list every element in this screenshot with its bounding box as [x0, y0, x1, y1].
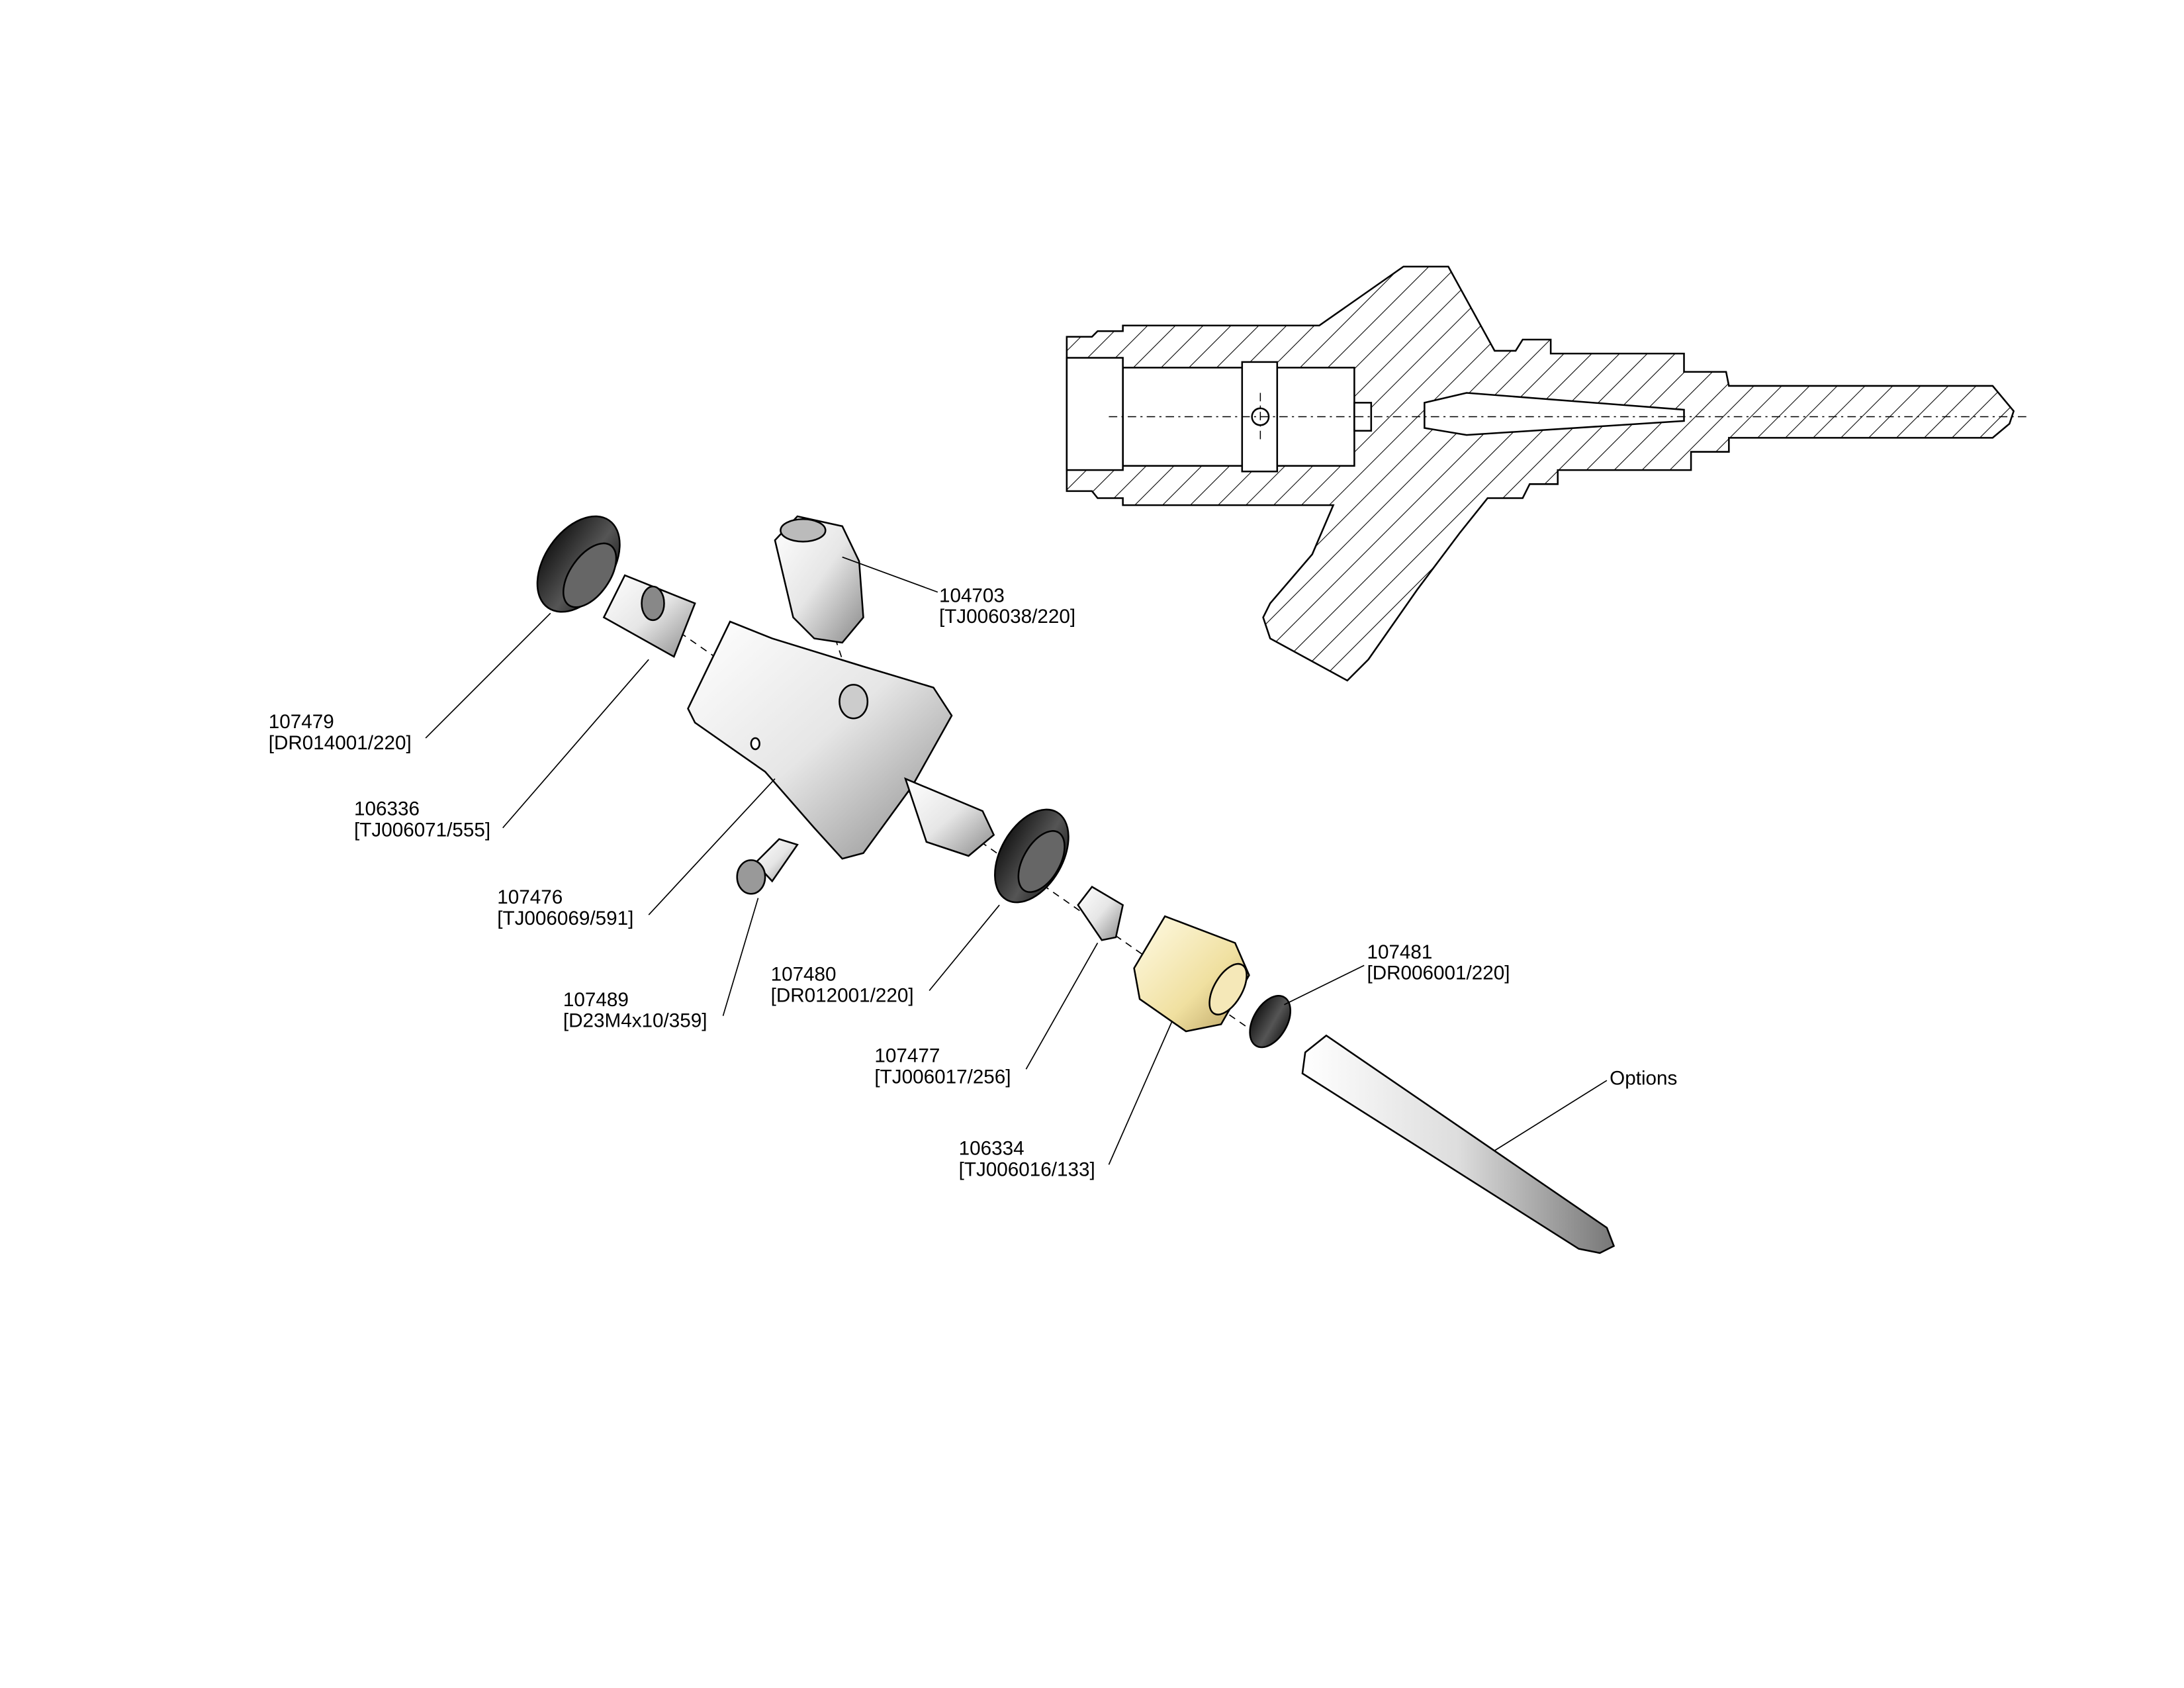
callout-106334: 106334 [TJ006016/133]: [959, 1138, 1095, 1181]
fitting-104703: [774, 515, 864, 644]
section-seal-groove: [1066, 357, 1124, 471]
part-ref: [DR014001/220]: [269, 732, 412, 754]
section-view: [1066, 265, 2028, 682]
callout-104703: 104703 [TJ006038/220]: [939, 585, 1075, 628]
part-ref: [D23M4x10/359]: [563, 1010, 707, 1032]
exploded-parts: [536, 515, 1615, 1254]
part-number: 107479: [269, 711, 334, 733]
body-port: [839, 684, 869, 720]
screw-107489: [736, 838, 799, 895]
callout-options: Options: [1610, 1068, 1677, 1090]
callout-107477: 107477 [TJ006017/256]: [874, 1045, 1011, 1088]
seal-107480: [994, 808, 1069, 904]
leader-lines: [425, 556, 1608, 1165]
rod-options: [1301, 1034, 1615, 1254]
part-ref: [DR006001/220]: [1367, 962, 1510, 984]
part-number: 107480: [771, 964, 837, 986]
part-number: 106334: [959, 1138, 1024, 1160]
part-number: 107481: [1367, 941, 1432, 963]
part-number: 107477: [874, 1045, 940, 1067]
insert-106336: [602, 574, 696, 658]
section-body: [1066, 265, 2015, 682]
part-ref: [DR012001/220]: [771, 984, 914, 1006]
part-number: 106336: [354, 798, 420, 820]
part-ref: [TJ006016/133]: [959, 1158, 1095, 1180]
body-107476: [687, 620, 995, 860]
brass-nut-106334: [1133, 915, 1250, 1033]
seal-107479: [536, 515, 621, 613]
callout-107480: 107480 [DR012001/220]: [771, 964, 914, 1007]
seal-107481: [1249, 995, 1292, 1049]
part-ref: [TJ006017/256]: [874, 1066, 1011, 1088]
callout-106336: 106336 [TJ006071/555]: [354, 798, 490, 841]
section-nozzle-bore: [1424, 392, 1685, 436]
nut-107477: [1077, 885, 1124, 941]
part-ref: [TJ006038/220]: [939, 606, 1075, 628]
callout-107479: 107479 [DR014001/220]: [269, 711, 412, 754]
part-number: 107476: [497, 886, 563, 908]
callout-107481: 107481 [DR006001/220]: [1367, 941, 1510, 984]
part-ref: [TJ006069/591]: [497, 908, 633, 929]
part-number: 107489: [563, 989, 629, 1011]
part-ref: [TJ006071/555]: [354, 819, 490, 841]
callout-107476: 107476 [TJ006069/591]: [497, 886, 633, 929]
part-number: 104703: [939, 585, 1005, 606]
callout-107489: 107489 [D23M4x10/359]: [563, 989, 707, 1032]
body-spigot: [903, 777, 995, 857]
